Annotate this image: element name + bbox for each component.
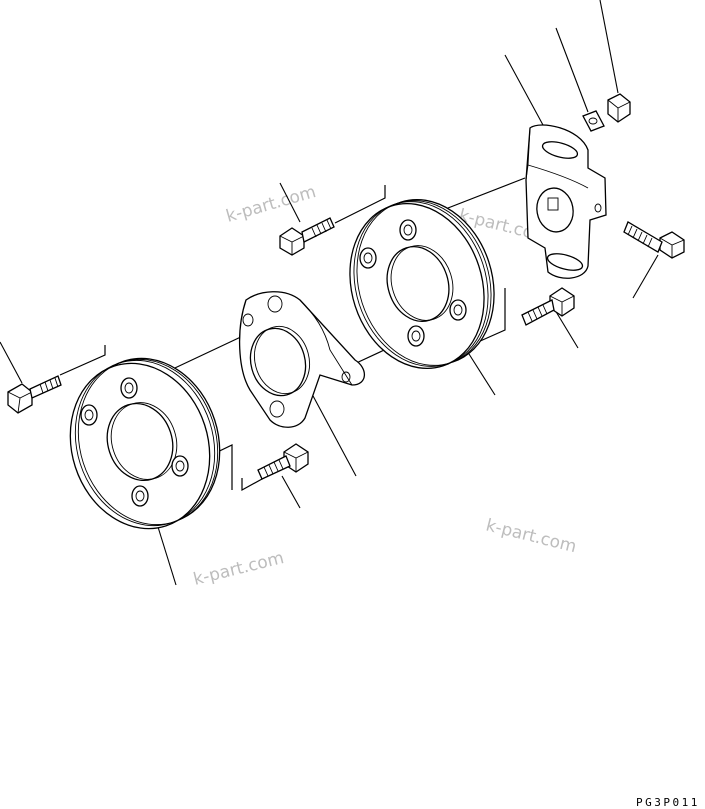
bolt-lower-middle: [257, 443, 309, 480]
bolt-right-upper: [623, 221, 685, 259]
flange-bolt-holes: [359, 219, 467, 347]
bearing-housing: [238, 291, 366, 428]
mounting-bracket: [525, 124, 607, 279]
washer: [582, 110, 605, 132]
leader-lines: [0, 0, 659, 586]
drawing-code: PG3P011: [636, 796, 700, 809]
watermark-4: k-part.com: [191, 548, 286, 590]
flange-large-right: [349, 198, 495, 370]
watermark-3: k-part.com: [484, 515, 579, 557]
flange-bolt-holes: [80, 377, 189, 507]
bolt-left: [7, 375, 62, 414]
bolt-upper-middle: [279, 217, 335, 256]
flange-large-left: [69, 357, 221, 530]
watermark-1: k-part.com: [224, 182, 318, 227]
hex-nut: [607, 93, 631, 123]
bolt-right-lower: [521, 287, 575, 326]
